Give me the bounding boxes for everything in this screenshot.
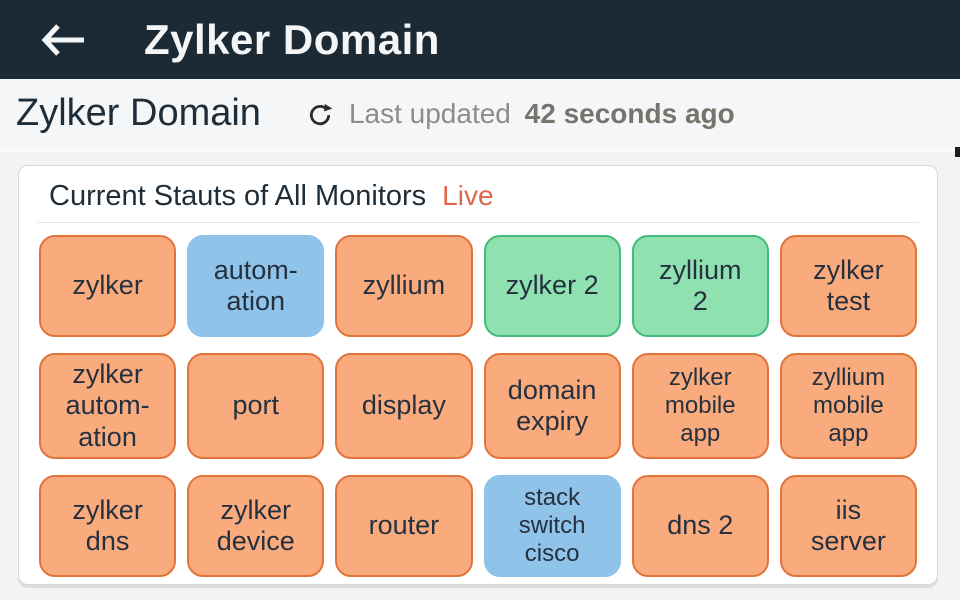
monitor-tile-stack-switch-cisco[interactable]: stack switch cisco [483, 474, 621, 577]
page-title: Zylker Domain [16, 92, 261, 134]
monitor-tile-label: zyllium [362, 270, 446, 301]
refresh-icon[interactable] [307, 100, 333, 128]
monitor-tile-zylker-mobile-app[interactable]: zylker mobile app [631, 353, 769, 459]
monitor-grid: zylker autom- ation zyllium zylker 2 zyllium… [37, 235, 919, 577]
live-badge: Live [442, 180, 494, 211]
monitor-tile-zyllium-2[interactable]: zyllium 2 [631, 235, 769, 337]
monitor-tile-label: zylker autom- ation [65, 359, 150, 452]
last-updated-label: Last updated [348, 97, 511, 129]
back-arrow-icon [38, 22, 88, 58]
monitor-tile-zylker-2[interactable]: zylker 2 [483, 235, 621, 337]
monitors-card: Current Stauts of All Monitors Live zylk… [18, 165, 938, 585]
monitor-tile-label: zylker 2 [505, 270, 599, 301]
monitor-tile-label: zylker mobile app [664, 364, 736, 447]
page-header: Zylker Domain Last updated 42 seconds ag… [0, 79, 960, 152]
monitor-tile-zylker-autom--ation[interactable]: zylker autom- ation [39, 353, 177, 459]
monitor-tile-label: domain expiry [507, 374, 597, 436]
monitor-tile-zyllium-mobile-app[interactable]: zyllium mobile app [779, 353, 917, 459]
monitor-tile-dns-2[interactable]: dns 2 [631, 474, 769, 577]
monitor-tile-label: iis server [810, 494, 886, 556]
last-updated-text: Last updated 42 seconds ago [349, 98, 735, 130]
monitors-card-title: Current Stauts of All Monitors [49, 180, 427, 212]
monitor-tile-display[interactable]: display [335, 353, 473, 459]
monitor-tile-label: stack switch cisco [518, 484, 586, 567]
scrollbar-thumb[interactable] [955, 147, 960, 157]
monitor-tile-label: zyllium mobile app [811, 364, 886, 447]
monitor-tile-label: router [368, 510, 440, 541]
monitor-tile-zylker[interactable]: zylker [39, 235, 177, 337]
monitor-tile-iis-server[interactable]: iis server [779, 474, 917, 577]
back-button[interactable] [38, 20, 88, 60]
monitor-tile-label: zylker device [216, 494, 295, 556]
monitor-tile-label: autom- ation [213, 254, 298, 316]
monitor-tile-zylker-test[interactable]: zylker test [779, 235, 917, 337]
monitor-tile-domain-expiry[interactable]: domain expiry [483, 353, 621, 459]
monitor-tile-port[interactable]: port [187, 353, 325, 459]
monitor-tile-label: dns 2 [667, 510, 734, 541]
monitor-tile-zylker-device[interactable]: zylker device [187, 474, 325, 577]
monitor-tile-label: zylker [72, 270, 143, 301]
monitor-tile-zylker-dns[interactable]: zylker dns [39, 474, 177, 577]
divider [37, 222, 919, 223]
monitor-tile-label: display [361, 390, 446, 421]
last-updated-value: 42 seconds ago [524, 97, 735, 129]
monitor-tile-label: port [232, 390, 279, 421]
monitor-tile-label: zylker dns [72, 494, 143, 556]
monitors-card-header: Current Stauts of All Monitors Live [37, 178, 919, 213]
app-bar: Zylker Domain [0, 0, 960, 79]
monitor-tile-label: zylker test [813, 254, 884, 316]
monitor-tile-zyllium[interactable]: zyllium [335, 235, 473, 337]
monitor-tile-autom--ation[interactable]: autom- ation [187, 235, 325, 337]
app-bar-title: Zylker Domain [144, 15, 440, 63]
monitor-tile-label: zyllium 2 [658, 254, 742, 316]
monitor-tile-router[interactable]: router [335, 474, 473, 577]
